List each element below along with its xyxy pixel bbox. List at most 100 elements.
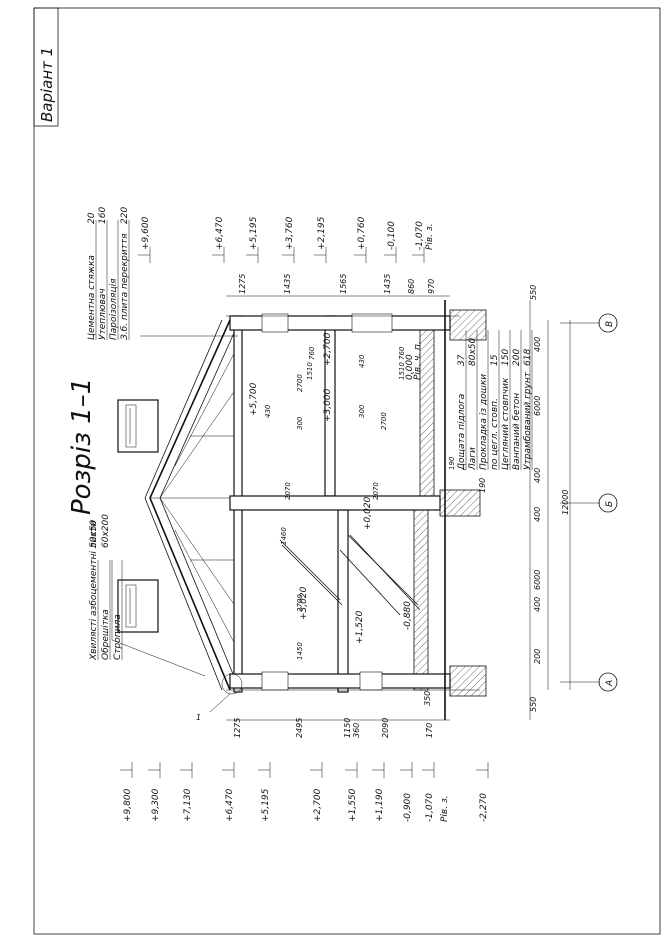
door-a	[359, 671, 383, 691]
right-dim-value: 970	[427, 279, 436, 294]
slab-layer-label: Цементна стяжка	[87, 255, 97, 340]
foundation-v	[449, 309, 487, 341]
inner-dim-value: 430	[264, 404, 272, 418]
level-mark-right: Рів. з.	[425, 223, 435, 250]
building-section: 1	[117, 300, 487, 722]
right-dim-value: 1435	[383, 274, 392, 294]
bottom-dim-value: 12000	[561, 490, 570, 515]
ground-floor-left	[413, 509, 429, 691]
level-mark-right: -1,070	[415, 221, 425, 250]
left-dim-value: 1275	[233, 718, 242, 738]
level-mark-left: +9,300	[151, 788, 161, 822]
ground-layer-value: 37	[457, 354, 467, 366]
bottom-dim-value: 400	[533, 597, 542, 612]
right-dim-value: 860	[407, 279, 416, 294]
inner-dim-value: 1460	[280, 527, 288, 545]
inner-level-mark: 0,000	[405, 354, 415, 380]
roof-layer-label: Стропила	[113, 614, 123, 660]
inner-dim-value: 300	[358, 404, 366, 418]
left-dim-value: 2495	[295, 718, 304, 738]
left-dim-value: 360	[352, 723, 361, 738]
bottom-dim-value: 550	[529, 697, 538, 712]
right-dim-value: 1275	[238, 274, 247, 294]
ground-layer-label: Прокладка із дошки	[479, 374, 489, 470]
inner-dim-value: 1450	[296, 642, 304, 660]
level-mark-left: +1,190	[375, 788, 385, 822]
slab-layer-label: З.б. плита перекриття	[120, 233, 130, 340]
axis-markers: А Б В	[560, 313, 618, 692]
window-v-ground	[351, 313, 393, 333]
wall-axis-b	[229, 495, 441, 511]
level-mark-right: +0,760	[357, 216, 367, 250]
roof-layer-label: Хвилясті азбоцементні листи	[89, 520, 99, 661]
inner-dim-value: 300	[296, 416, 304, 430]
ground-layer-value: 80x50	[468, 337, 478, 366]
inner-dim-value: 2700	[380, 412, 388, 430]
inner-dim-value: 190	[448, 456, 456, 470]
level-mark-right: +3,760	[285, 216, 295, 250]
slab-layer-label: Пароізоляція	[109, 278, 119, 340]
bottom-dim-value: 400	[533, 507, 542, 522]
inner-dim-value: 2700	[296, 594, 304, 612]
level-mark-right: +2,195	[317, 216, 327, 250]
level-mark-left: -2,270	[479, 793, 489, 822]
inner-dim-value: 1510	[306, 362, 314, 380]
roof-top-slope	[144, 319, 223, 691]
bottom-dim-value: 200	[533, 649, 542, 664]
left-level-marks: +9,800+9,300+7,130+6,470+5,195+2,700+1,5…	[120, 762, 489, 822]
left-dim-value: 2090	[381, 718, 390, 738]
window-a-attic	[261, 671, 289, 691]
left-dim-value: 170	[425, 723, 434, 738]
ground-layer-label: Утрамбований грунт	[523, 371, 533, 470]
inner-level-mark: +3,020	[299, 586, 309, 620]
axis-v-label: В	[605, 321, 615, 327]
level-mark-right: +9,600	[141, 216, 151, 250]
inner-level-mark: +5,700	[249, 382, 259, 416]
ground-layer-value: 200	[512, 349, 522, 366]
inner-level-mark: +2,700	[323, 332, 333, 366]
bottom-dimension-lines	[529, 300, 571, 720]
inner-dim-value: 1510	[398, 362, 406, 380]
bottom-dim-value: 550	[529, 285, 538, 300]
inner-dim-value: 760	[308, 346, 316, 360]
left-dim-value: 1150	[343, 718, 352, 738]
ground-layer-value: 618	[523, 349, 533, 366]
ground-layer-label: Лаги	[468, 447, 478, 471]
inner-level-mark: +3,000	[323, 388, 333, 422]
floor-slab-callout: Цементна стяжка20Утеплювач160Пароізоляці…	[87, 207, 238, 340]
level-mark-right: +5,195	[249, 216, 259, 250]
inner-dim-value: 430	[358, 354, 366, 368]
section-title: Розріз 1–1	[67, 378, 97, 515]
window-v-attic	[261, 313, 289, 333]
level-mark-left: -0,900	[403, 793, 413, 822]
foundation-a	[449, 665, 487, 697]
axis-b-label: Б	[605, 501, 615, 507]
slab-layer-value: 160	[98, 207, 108, 224]
variant-box	[33, 7, 59, 127]
roof-truss	[159, 345, 239, 651]
ground-layer-label: Ванпаний бетон	[512, 393, 522, 470]
detail-label: 1	[196, 713, 201, 722]
foundation-b	[439, 489, 481, 517]
ground-layer-value: 15	[490, 354, 500, 366]
inner-level-mark: +1,520	[355, 610, 365, 644]
roof-layer-label: Обрешітка	[101, 609, 111, 660]
inner-level-mark: -0,880	[403, 601, 413, 630]
inner-dim-value: 760	[398, 346, 406, 360]
roof-layer-value: 50x50	[89, 519, 99, 548]
bottom-dim-value: 400	[533, 468, 542, 483]
level-mark-left: +7,130	[183, 788, 193, 822]
level-mark-left: +2,700	[313, 788, 323, 822]
level-mark-right: -0,100	[387, 221, 397, 250]
ground-layer-label: по цегл. стовп.	[490, 398, 500, 470]
detail-leader	[209, 693, 231, 713]
variant-label: Варіант 1	[38, 47, 56, 122]
right-dim-value: 1435	[283, 274, 292, 294]
inner-level-mark: Рів. ч. п.	[413, 341, 423, 380]
